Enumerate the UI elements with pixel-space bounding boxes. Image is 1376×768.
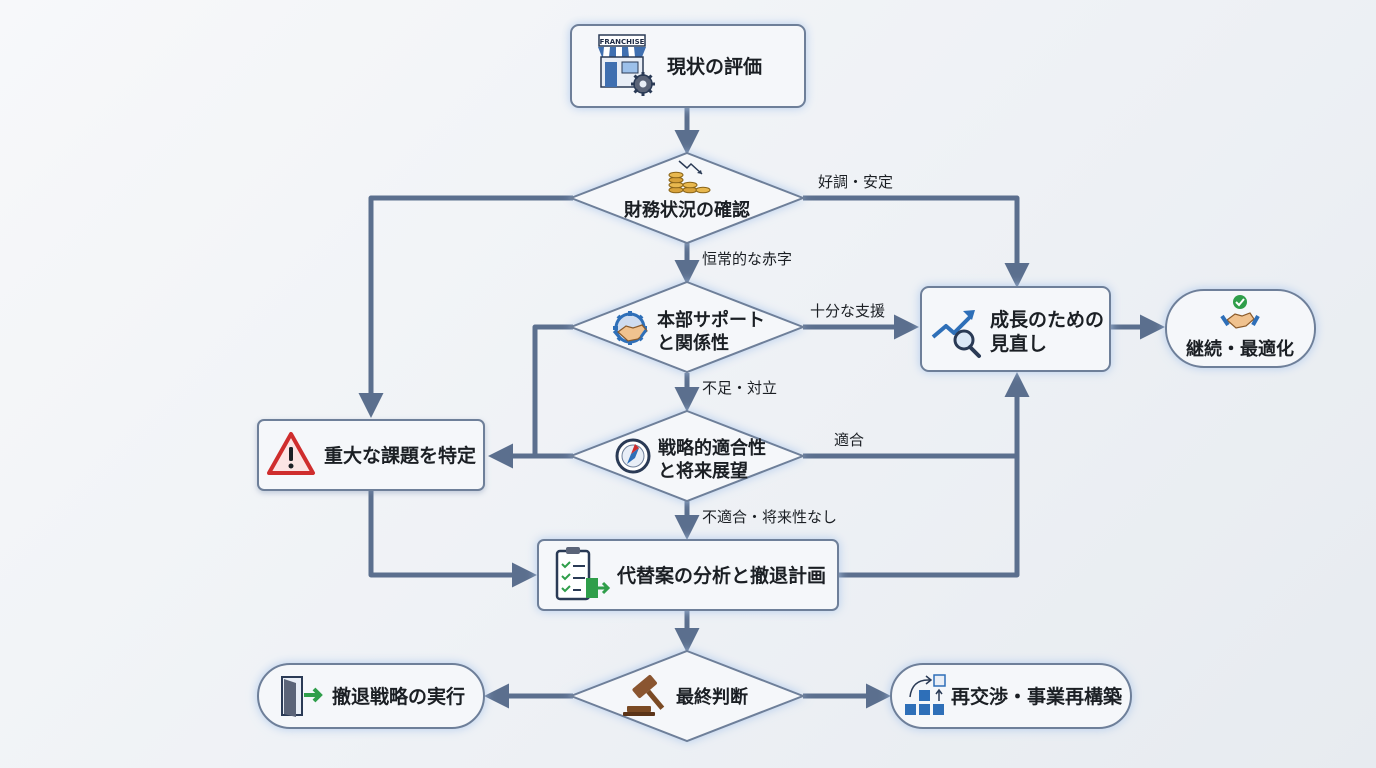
warning-triangle-icon — [267, 432, 315, 475]
edge-label-enough-support: 十分な支援 — [810, 302, 885, 320]
franchise-store-gear-icon: FRANCHISE — [598, 34, 655, 96]
node-exit-label: 撤退戦略の実行 — [332, 685, 465, 708]
edge-issue-to-alternatives — [368, 490, 537, 588]
node-assess[interactable]: FRANCHISE 現状の評価 — [570, 24, 806, 108]
growth-magnifier-icon — [931, 310, 981, 358]
node-alternatives[interactable]: 代替案の分析と撤退計画 — [537, 539, 839, 611]
node-strategy-label-line2: と将来展望 — [658, 460, 748, 482]
edge-label-lacking: 不足・対立 — [702, 379, 777, 397]
node-continue-label: 継続・最適化 — [1186, 338, 1294, 360]
edge-finance-to-growth — [803, 195, 1030, 288]
node-issue-label: 重大な課題を特定 — [324, 444, 476, 467]
edge-hq-to-issue — [532, 324, 573, 456]
node-final-label: 最終判断 — [676, 686, 748, 708]
edge-label-fit: 適合 — [834, 431, 864, 449]
exit-door-icon — [281, 676, 323, 717]
coins-declining-icon — [668, 160, 711, 194]
node-final[interactable]: 最終判断 — [568, 649, 806, 743]
edge-finance-to-issue — [358, 195, 573, 418]
edge-alternatives-to-growth — [838, 456, 1020, 578]
clipboard-exit-icon — [555, 547, 611, 601]
node-hq[interactable]: 本部サポート と関係性 — [568, 280, 806, 374]
gavel-icon — [623, 674, 665, 716]
node-growth[interactable]: 成長のための 見直し — [920, 286, 1111, 372]
node-hq-label-line2: と関係性 — [657, 332, 729, 354]
node-alternatives-label: 代替案の分析と撤退計画 — [616, 564, 826, 587]
restructure-blocks-icon — [905, 674, 946, 715]
edge-label-no-fit: 不適合・将来性なし — [702, 508, 837, 526]
node-issue[interactable]: 重大な課題を特定 — [257, 419, 485, 491]
node-finance-label: 財務状況の確認 — [624, 199, 750, 221]
node-growth-label-line1: 成長のための — [990, 308, 1104, 331]
franchise-sign: FRANCHISE — [600, 38, 645, 46]
node-strategy[interactable]: 戦略的適合性 と将来展望 — [568, 409, 806, 503]
edge-label-good: 好調・安定 — [818, 173, 893, 191]
node-renegotiate[interactable]: 再交渉・事業再構築 — [890, 663, 1132, 729]
node-renegotiate-label: 再交渉・事業再構築 — [951, 685, 1123, 708]
node-assess-label: 現状の評価 — [667, 55, 762, 78]
gear-handshake-icon — [612, 311, 648, 345]
node-finance[interactable]: 財務状況の確認 — [568, 151, 806, 245]
node-hq-label-line1: 本部サポート — [657, 309, 765, 331]
connectors — [358, 107, 1165, 709]
node-growth-label-line2: 見直し — [990, 332, 1047, 355]
node-strategy-label-line1: 戦略的適合性 — [658, 437, 766, 459]
node-exit[interactable]: 撤退戦略の実行 — [257, 663, 485, 729]
edge-labels: 好調・安定 恒常的な赤字 十分な支援 不足・対立 適合 不適合・将来性なし — [702, 173, 893, 526]
handshake-check-icon — [1220, 295, 1260, 329]
compass-icon — [615, 438, 651, 474]
edge-label-deficit: 恒常的な赤字 — [702, 250, 792, 268]
node-continue[interactable]: 継続・最適化 — [1165, 289, 1316, 368]
